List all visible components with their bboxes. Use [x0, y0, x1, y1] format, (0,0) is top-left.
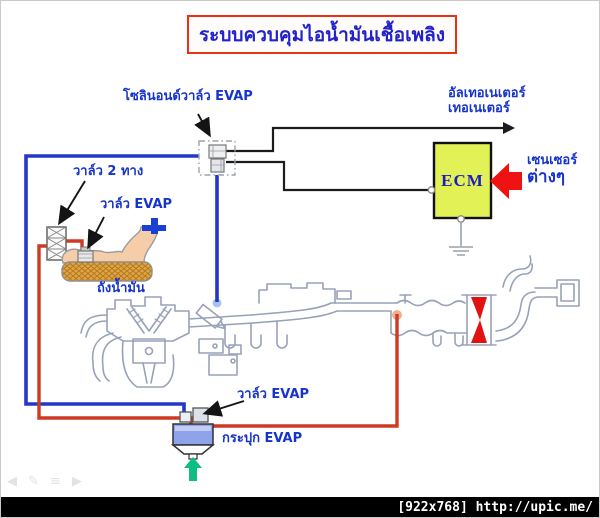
watermark-bar: [922x768] http://upic.me/ [1, 497, 599, 517]
watermark-text: [922x768] http://upic.me/ [397, 500, 593, 515]
ecm-label: ECM [441, 170, 484, 190]
blue-vapor-pipes [24, 154, 219, 415]
label-alternator-line1: อัลเทอเนเตอร์ [448, 86, 526, 101]
page-title: ระบบควบคุมไอน้ำมันเชื้อเพลิง [198, 23, 446, 46]
annotation-arrows [58, 113, 245, 417]
label-evap-solenoid-valve: โซลินอนด์วาล์ว EVAP [123, 89, 253, 104]
ecm-wiring [226, 126, 503, 192]
ecm-box [432, 141, 493, 220]
two-way-valve-icon [46, 226, 67, 261]
ground-symbol-icon [449, 222, 473, 256]
edit-icon[interactable]: ✎ [28, 474, 39, 489]
ecm-left-connector [427, 186, 436, 194]
label-sensors-line1: เซนเซอร์ [527, 153, 578, 168]
engine-drawing [80, 255, 580, 388]
filler-cap-cross-icon [142, 218, 166, 234]
label-alternator: อัลเทอเนเตอร์ เทอเนเตอร์ [448, 86, 526, 116]
fresh-air-arrow-icon [184, 457, 202, 481]
tank-evap-valve-icon [77, 246, 94, 263]
throttle-butterfly-icon [471, 297, 487, 343]
list-icon[interactable]: ≡ [49, 474, 61, 489]
back-icon[interactable]: ◀ [7, 474, 17, 489]
evap-solenoid-valve-icon [198, 140, 236, 176]
label-sensors-line2: ต่างๆ [527, 167, 566, 187]
title-box: ระบบควบคุมไอน้ำมันเชื้อเพลิง [187, 15, 457, 54]
label-tank-evap-valve: วาล์ว EVAP [100, 197, 173, 212]
forward-icon[interactable]: ▶ [71, 474, 82, 489]
alternator-wire-arrowhead-icon [503, 122, 515, 134]
evap-canister-icon [170, 407, 216, 460]
viewer-controls: ◀ ✎ ≡ ▶ [7, 475, 82, 489]
label-evap-canister: กระปุก EVAP [222, 431, 303, 446]
label-alternator-line2: เทอเนเตอร์ [448, 101, 510, 116]
label-canister-evap-valve: วาล์ว EVAP [237, 387, 310, 402]
purge-port-glow [212, 298, 222, 308]
fuel-tank-icon [61, 218, 166, 282]
label-fuel-tank: ถังน้ำมัน [97, 281, 145, 296]
label-two-way-valve: วาล์ว 2 ทาง [73, 164, 144, 179]
sensors-arrow-icon [490, 163, 522, 199]
